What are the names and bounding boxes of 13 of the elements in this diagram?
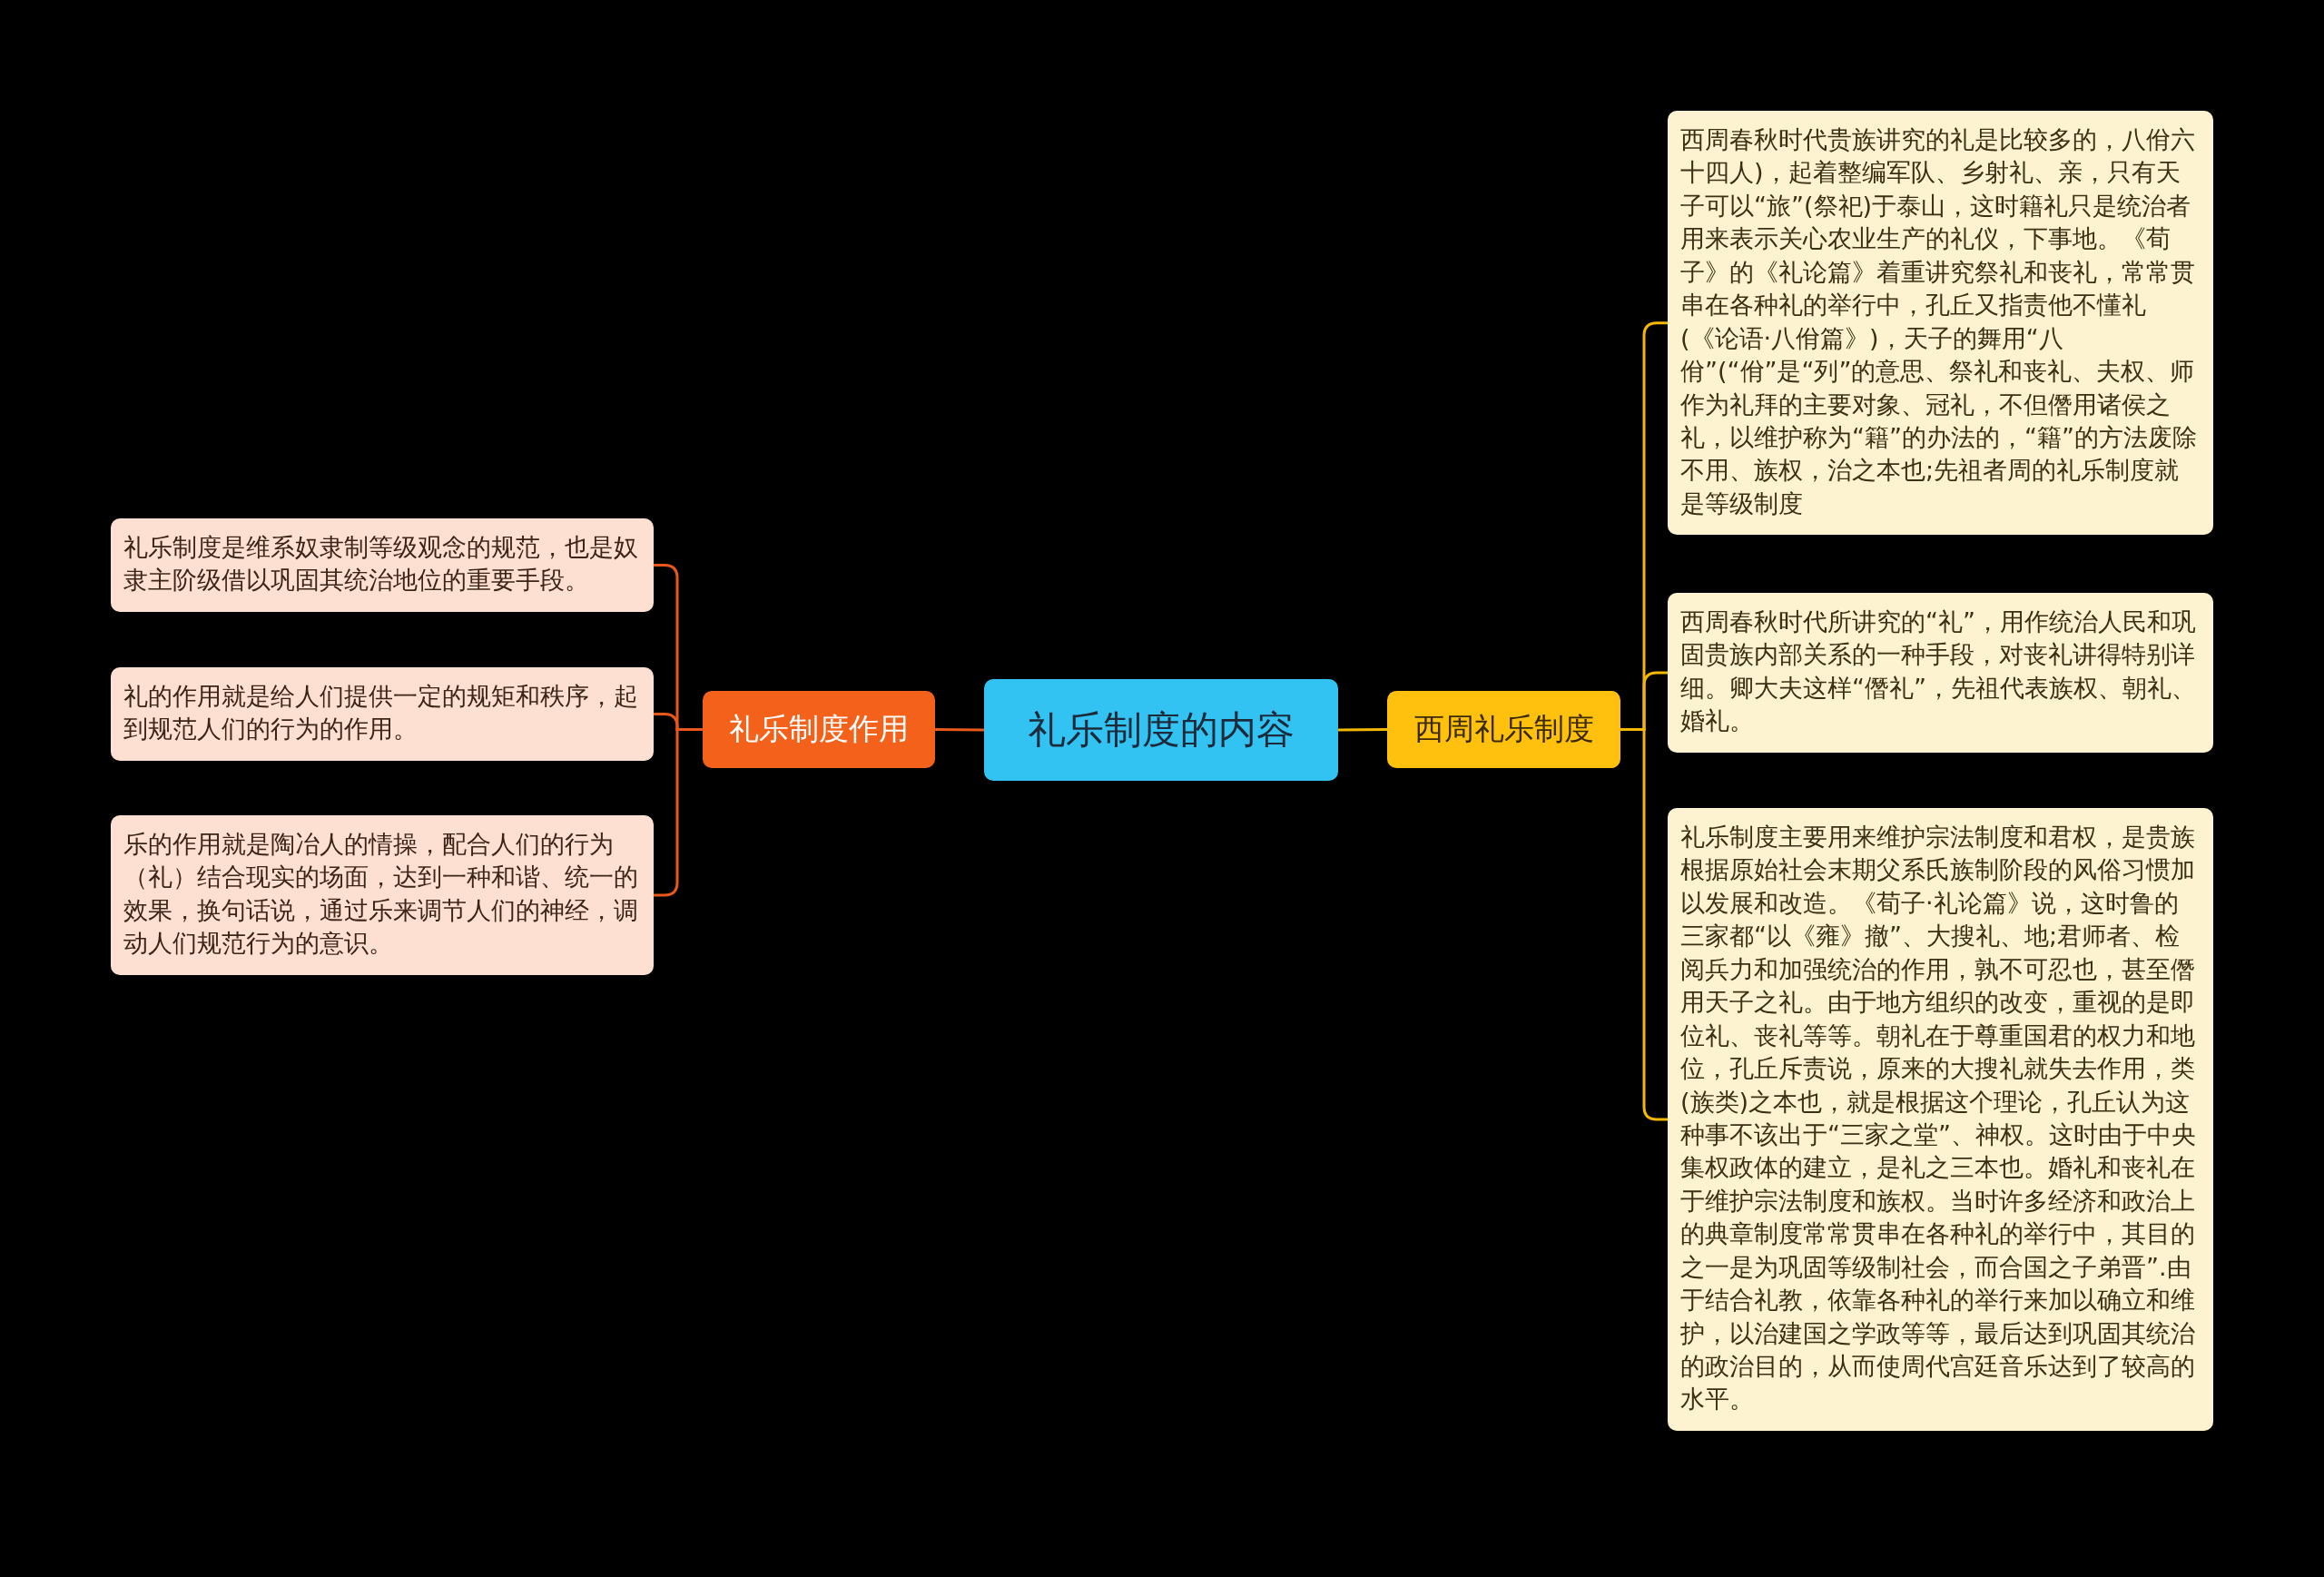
central-topic-box: 礼乐制度的内容 bbox=[984, 679, 1338, 781]
branch-topic-box: 礼乐制度作用 bbox=[703, 691, 935, 768]
connector-line bbox=[1338, 728, 1387, 732]
text-card: 礼的作用就是给人们提供一定的规矩和秩序，起到规范人们的行为的作用。 bbox=[111, 667, 654, 761]
branch-topic-box: 西周礼乐制度 bbox=[1387, 691, 1620, 768]
text-card: 礼乐制度是维系奴隶制等级观念的规范，也是奴隶主阶级借以巩固其统治地位的重要手段。 bbox=[111, 518, 654, 612]
text-card: 礼乐制度主要用来维护宗法制度和君权，是贵族根据原始社会末期父系氏族制阶段的风俗习惯加以发展和改造。《荀子·礼论篇》说，这时鲁的三家都“以《雍》撤”、大搜礼、地;君师者、检阅兵力和加强统治的作用，孰不可忍也，甚至僭用天子之礼。由于地方组织的改变，重视的是即位礼、丧礼等等。朝礼在于尊重国君的权力和地位，孔丘斥责说，原来的大搜礼就失去作用，类(族类)之本也，就是根据这个理论，孔丘认为这种事不该出于“三家之堂”、神权。这时由于中央集权政体的建立，是礼之三本也。婚礼和丧礼在于维护宗法制度和族权。当时许多经济和政治上的典章制度常常贯串在各种礼的举行中，其目的之一是为巩固等级制社会，而合国之子弟晋”.由于结合礼教，依靠各种礼的举行来加以确立和维护，以治建国之学政等等，最后达到巩固其统治的政治目的，从而使周代宫廷音乐达到了较高的水平。 bbox=[1668, 808, 2213, 1431]
connector-line bbox=[935, 728, 984, 732]
connector-line bbox=[1620, 728, 1668, 1121]
connector-line bbox=[654, 728, 703, 897]
text-card: 乐的作用就是陶冶人的情操，配合人们的行为（礼）结合现实的场面，达到一种和谐、统一的效果，换句话说，通过乐来调节人们的神经，调动人们规范行为的意识。 bbox=[111, 815, 654, 975]
text-card: 西周春秋时代贵族讲究的礼是比较多的，八佾六十四人)，起着整编军队、乡射礼、亲，只有天子可以“旅”(祭祀)于泰山，这时籍礼只是统治者用来表示关心农业生产的礼仪，下事地。《荀子》的《礼论篇》着重讲究祭礼和丧礼，常常贯串在各种礼的举行中，孔丘又指责他不懂礼(《论语·八佾篇》)，天子的舞用“八佾”(“佾”是“列”的意思、祭礼和丧礼、夫权、师作为礼拜的主要对象、冠礼，不但僭用诸侯之礼，以维护称为“籍”的办法的，“籍”的方法废除不用、族权，治之本也;先祖者周的礼乐制度就是等级制度 bbox=[1668, 111, 2213, 536]
text-card: 西周春秋时代所讲究的“礼”，用作统治人民和巩固贵族内部关系的一种手段，对丧礼讲得特别详细。卿大夫这样“僭礼”，先祖代表族权、朝礼、婚礼。 bbox=[1668, 593, 2213, 753]
